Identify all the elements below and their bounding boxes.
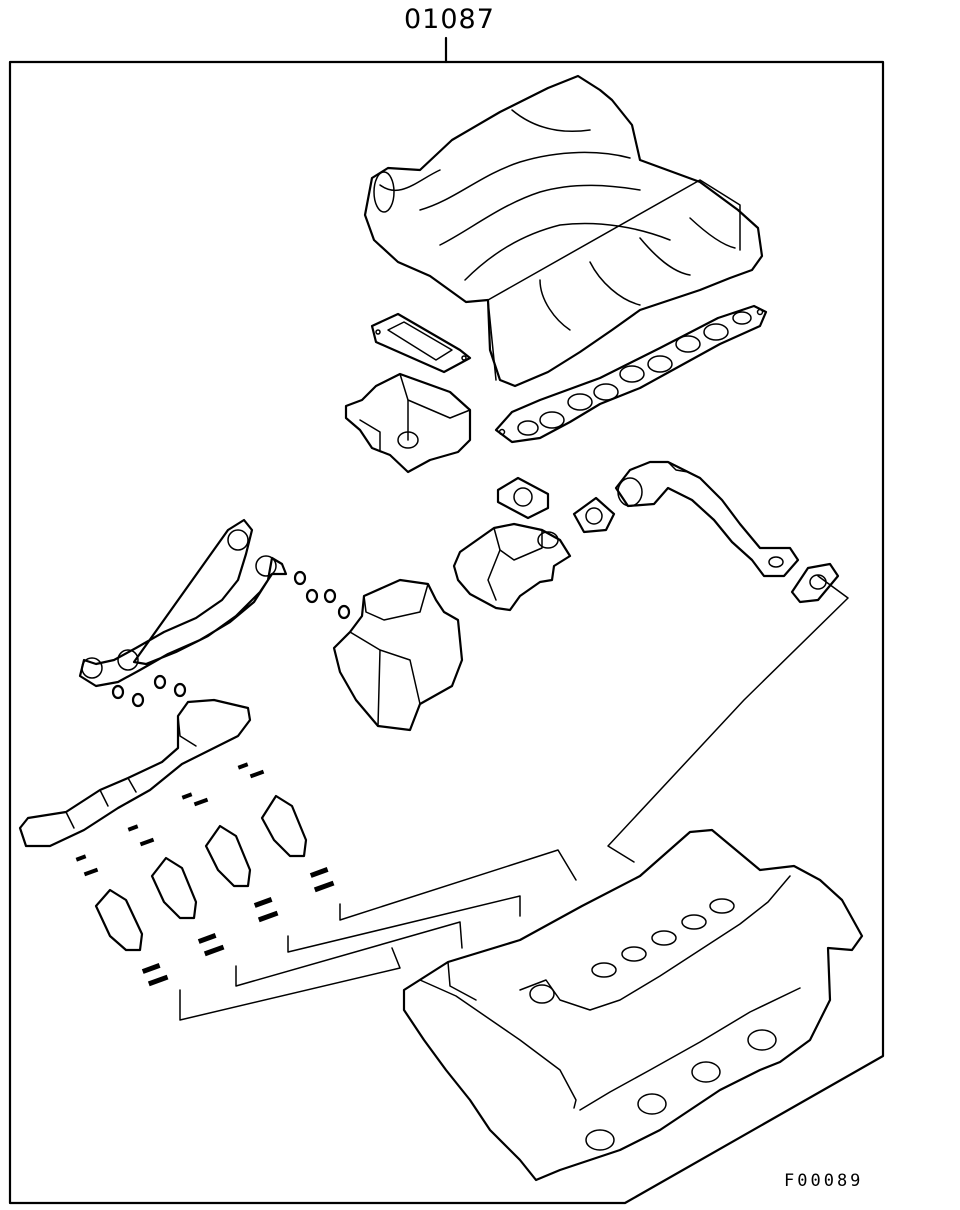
fuel-line-o-rings bbox=[111, 570, 351, 708]
egr-pipe bbox=[614, 460, 800, 578]
fuel-rail bbox=[18, 698, 252, 848]
injector-2 bbox=[139, 837, 225, 957]
flange-gasket bbox=[572, 496, 616, 534]
intake-manifold-gasket bbox=[494, 304, 768, 444]
throttle-gasket bbox=[370, 312, 472, 374]
intake-manifold bbox=[363, 74, 764, 388]
injector-1 bbox=[83, 867, 169, 987]
egr-pipe-gasket bbox=[790, 562, 840, 604]
fuel-feed-pipes bbox=[78, 518, 288, 688]
injector-4 bbox=[249, 769, 335, 893]
egr-valve bbox=[452, 522, 572, 612]
fuel-pump-housing bbox=[332, 578, 464, 732]
figure-code-label: F00089 bbox=[784, 1171, 864, 1191]
egr-gasket-leader-line bbox=[607, 575, 849, 863]
part-number-label: 01087 bbox=[404, 4, 495, 35]
injector-3 bbox=[193, 797, 279, 923]
cylinder-head bbox=[402, 828, 864, 1182]
egr-valve-gasket bbox=[496, 476, 550, 520]
fuel-injectors bbox=[75, 762, 335, 987]
kit-boundary-frame bbox=[8, 36, 885, 1205]
throttle-body bbox=[344, 372, 472, 474]
injector-leader-lines bbox=[179, 849, 577, 1021]
